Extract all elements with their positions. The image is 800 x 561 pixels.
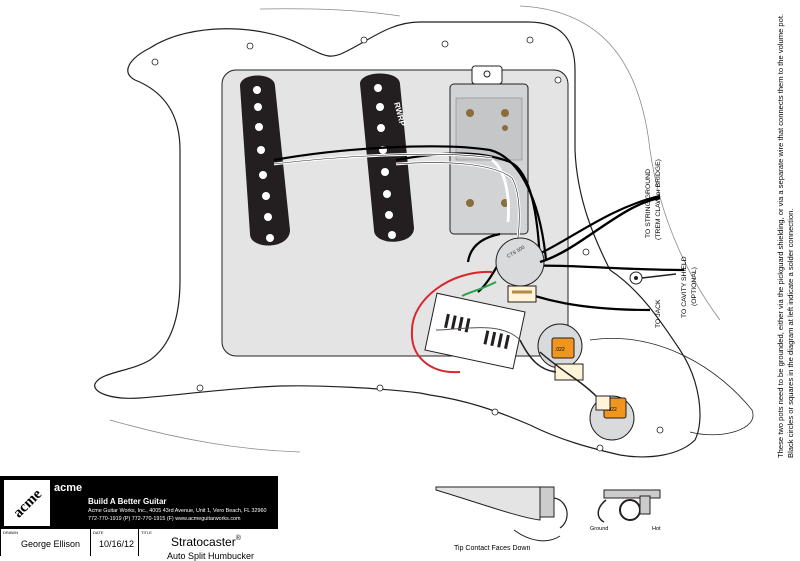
company-contact: 772-770-1919 (P) 772-770-1915 (F) www.ac… (88, 516, 241, 522)
bridge-single-coil-pickup (240, 75, 290, 246)
title-block-row: DRAWN George Ellison DATE 10/16/12 TITLE… (0, 528, 278, 561)
tone-pot-1-cap-label: .022 (555, 347, 565, 353)
drawn-by: George Ellison (21, 539, 81, 549)
guitar-body-edge-bottom (109, 419, 301, 453)
neck-single-coil-pickup (360, 73, 414, 242)
date-cell: DATE 10/16/12 (90, 528, 138, 556)
drawn-cell: DRAWN George Ellison (0, 528, 90, 556)
string-ground-label: TO STRING GROUND (645, 169, 652, 238)
pickguard-screws (151, 36, 664, 452)
date-value: 10/16/12 (99, 539, 135, 549)
guitar-body-edge (259, 8, 401, 17)
jack-ground-label: Ground (590, 526, 608, 532)
white-wires-outline (273, 153, 520, 251)
guitar-body-edge-right (519, 5, 721, 321)
cavity-shield-label: TO CAVITY SHIELD (681, 256, 688, 318)
title-label: TITLE (141, 530, 152, 535)
tip-contact-label: Tip Contact Faces Down (454, 545, 530, 552)
drawing-title-text: Stratocaster (171, 535, 236, 549)
note-leader (589, 338, 754, 436)
tone-pot-1: .022 (537, 323, 584, 381)
drawn-label: DRAWN (3, 530, 18, 535)
jack-detail (435, 486, 661, 542)
pot-ground-note: These two pots need to be grounded, eith… (776, 13, 795, 458)
drawing-subtitle: Auto Split Humbucker (167, 551, 255, 561)
green-wire (461, 281, 497, 297)
company-slogan: Build A Better Guitar (88, 497, 167, 506)
volume-pot: CTS 500 (495, 237, 545, 303)
five-way-switch (424, 292, 526, 370)
string-ground-sub-label: (TREM CLAW or BRIDGE) (655, 159, 662, 240)
cavity-shield-lug (629, 271, 677, 285)
tone-pot-2-cap-label: .022 (607, 407, 617, 413)
tone-wires (519, 339, 597, 397)
logo-text: acme (54, 482, 83, 494)
company-address: Acme Guitar Works, Inc., 4005 43rd Avenu… (88, 508, 267, 514)
registered-mark: ® (235, 535, 241, 542)
jack-hot-label: Hot (652, 526, 661, 532)
drawing-title: Stratocaster® (171, 535, 241, 549)
tone-pot-2: .022 (589, 395, 635, 441)
acme-logo: acme (4, 480, 50, 526)
date-label: DATE (93, 530, 104, 535)
jack-label: TO JACK (655, 299, 662, 328)
string-ground-wire (539, 196, 661, 264)
cavity-shield-sub-label: (OPTIONAL) (691, 267, 698, 306)
title-block: acme acme Build A Better Guitar Acme Gui… (0, 476, 278, 561)
red-wire (410, 270, 493, 374)
title-cell: TITLE Stratocaster® Auto Split Humbucker (138, 528, 278, 561)
